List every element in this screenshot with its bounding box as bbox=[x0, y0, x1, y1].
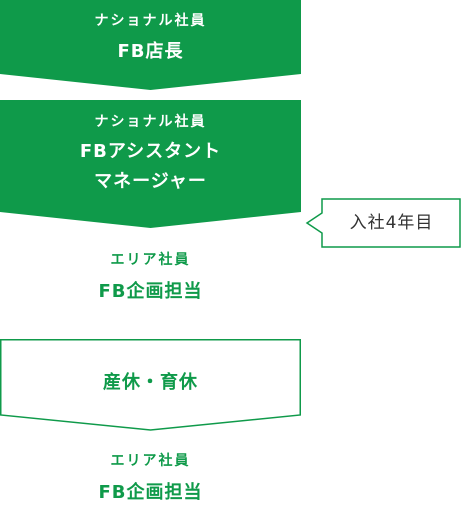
step-arrow-outline-shape bbox=[0, 339, 301, 431]
step-arrow-shape bbox=[0, 0, 301, 90]
step-arrow-shape bbox=[0, 100, 301, 228]
step-position-title: FB企画担当 bbox=[98, 482, 203, 503]
step-position-title: FBアシスタント マネージャー bbox=[0, 137, 301, 197]
step-employment-type: エリア社員 bbox=[110, 252, 191, 268]
callout-text: 入社4年目 bbox=[349, 213, 434, 233]
step-position-title: 産休・育休 bbox=[103, 372, 198, 393]
career-step-leave: 産休・育休 bbox=[0, 339, 301, 431]
career-step-fb-store-manager: ナショナル社員 FB店長 bbox=[0, 0, 301, 90]
years-callout: 入社4年目 bbox=[304, 198, 461, 248]
step-position-title: FB企画担当 bbox=[98, 281, 203, 302]
step-position-title: FB店長 bbox=[117, 41, 184, 62]
step-position-title-line-1: FBアシスタント bbox=[79, 141, 222, 162]
step-position-title-line-2: マネージャー bbox=[94, 171, 207, 192]
step-employment-type: エリア社員 bbox=[110, 453, 191, 469]
career-step-fb-planning-2: エリア社員 FB企画担当 bbox=[0, 451, 301, 511]
career-step-fb-assistant-manager: ナショナル社員 FBアシスタント マネージャー bbox=[0, 100, 301, 228]
callout-bubble-shape bbox=[305, 198, 461, 248]
step-employment-type: ナショナル社員 bbox=[94, 13, 207, 29]
career-step-fb-planning-1: エリア社員 FB企画担当 bbox=[0, 248, 301, 318]
step-employment-type: ナショナル社員 bbox=[94, 114, 207, 130]
